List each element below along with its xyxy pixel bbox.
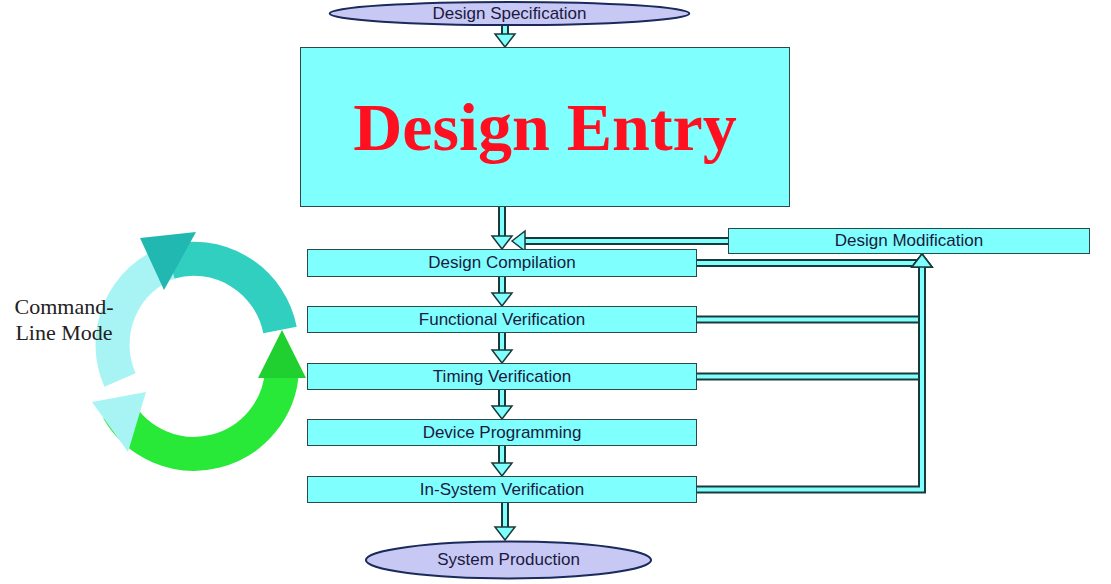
arrowhead [495,34,515,47]
box-label: Device Programming [423,423,582,443]
arrow-outline [697,265,922,490]
box-label: Design Compilation [428,253,575,273]
arrow-fill [503,503,507,529]
arrow-fill [500,207,504,238]
arrowhead [912,254,932,267]
process-box: Design Modification [728,228,1090,254]
arrowhead [492,406,512,419]
arrowhead [492,350,512,363]
entry-box: Design Entry [300,47,790,207]
cycle-arrowhead [92,392,146,452]
arrow-outline [697,265,922,320]
box-label: In-System Verification [420,480,584,500]
arrow-fill [697,263,922,265]
flow-arrow [697,254,932,377]
production-ellipse: System Production [363,540,654,580]
arrowhead [492,236,512,249]
box-label: Design Specification [432,4,586,24]
flow-arrow [512,231,728,251]
flow-arrow [697,254,932,267]
mode-label: Command-Line Mode [12,294,116,346]
arrowhead [912,254,932,267]
arrow-outline [697,265,922,377]
arrowhead [512,231,525,251]
flow-arrow [495,503,515,540]
box-label: Timing Verification [433,367,571,387]
process-box: Timing Verification [307,363,697,390]
flow-arrow [492,390,512,419]
flow-arrow [492,333,512,363]
flow-arrow [492,446,512,476]
flow-arrow [495,26,515,47]
arrow-fill [697,265,922,490]
arrow-outline [498,207,506,238]
process-box: Functional Verification [307,306,697,333]
arrow-outline [498,446,506,465]
arrowhead [495,527,515,540]
arrow-fill [697,265,922,320]
arrow-outline [498,333,506,352]
arrow-outline [523,237,728,245]
arrowhead [912,254,932,267]
arrow-outline [697,263,922,265]
cycle-arrowhead [140,232,196,290]
process-box: Device Programming [307,419,697,446]
heading-text: Design Entry [353,89,736,165]
arrow-fill [697,265,922,377]
arrow-fill [500,446,504,465]
process-box: Design Compilation [307,249,697,277]
box-label: Design Modification [835,231,983,251]
flow-arrow [492,277,512,306]
box-label: Functional Verification [419,310,585,330]
cycle-arc [118,370,282,454]
box-label: System Production [437,550,580,570]
flow-arrow [697,254,932,320]
arrow-fill [500,333,504,352]
arrowhead [492,293,512,306]
arrow-outline [501,503,509,529]
cycle-arrowhead [258,330,306,378]
arrowhead [912,254,932,267]
flow-arrow [492,207,512,249]
arrow-fill [523,239,728,243]
spec-ellipse: Design Specification [326,1,693,26]
flow-arrow [697,254,932,490]
cycle-arc [170,259,280,330]
arrowhead [492,463,512,476]
process-box: In-System Verification [307,476,697,503]
